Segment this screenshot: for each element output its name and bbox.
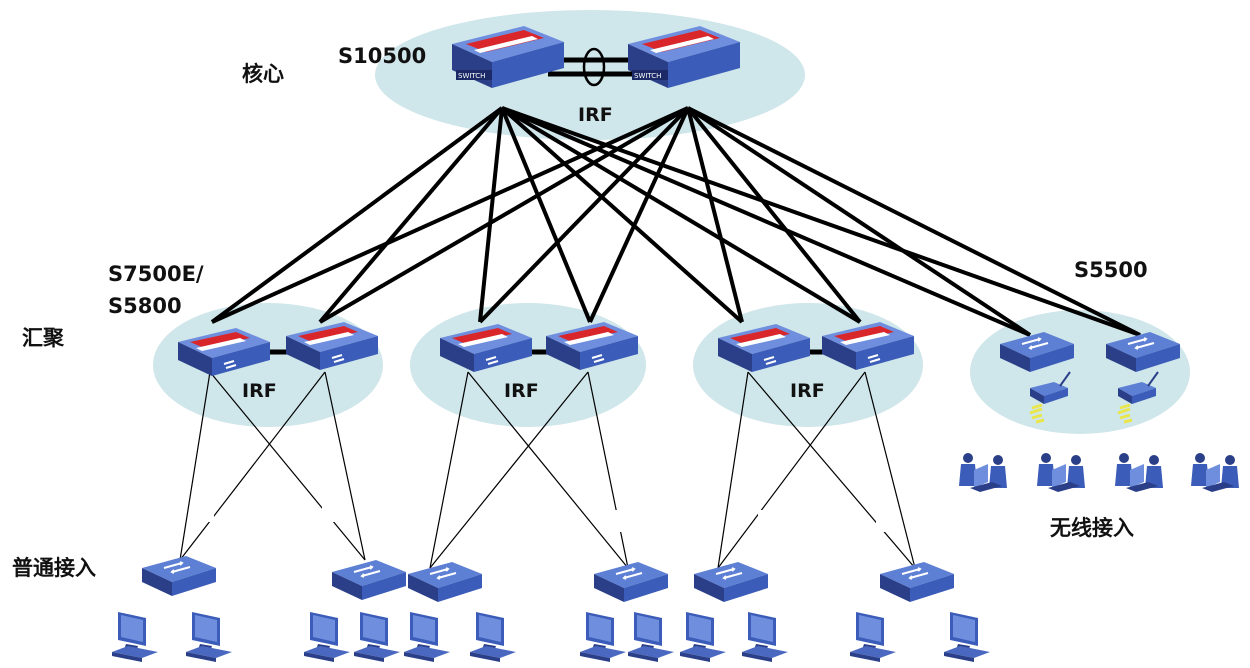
wireless-access-label: 无线接入 bbox=[1050, 516, 1134, 540]
core-irf-label: IRF bbox=[578, 104, 613, 126]
pc-9 bbox=[680, 612, 726, 662]
core-switch-model-label: S10500 bbox=[338, 44, 427, 68]
switch-label-core-1: SWITCH bbox=[458, 72, 485, 80]
access-switch-6 bbox=[879, 561, 955, 603]
access-downlinks bbox=[179, 371, 916, 569]
access-switch-4 bbox=[593, 561, 669, 603]
pc-10 bbox=[742, 612, 788, 662]
access-switch-5 bbox=[693, 561, 769, 603]
wireless-client-3 bbox=[1115, 453, 1163, 492]
access-switch-3 bbox=[407, 561, 483, 603]
irf-bundle-ring bbox=[582, 47, 606, 87]
aggregation-irf-cloud-3 bbox=[693, 303, 923, 427]
pc-7 bbox=[580, 612, 626, 662]
aggregation-layer-label: 汇聚 bbox=[22, 326, 64, 350]
switch-label-core-2: SWITCH bbox=[634, 72, 661, 80]
aggregation-irf-cloud-1 bbox=[153, 303, 383, 427]
pc-12 bbox=[944, 612, 990, 662]
access-layer-label: 普通接入 bbox=[12, 556, 96, 580]
pc-1 bbox=[112, 612, 158, 662]
aggregation-irf-label-2: IRF bbox=[504, 380, 539, 402]
pc-8 bbox=[628, 612, 674, 662]
pc-3 bbox=[304, 612, 350, 662]
aggregation-irf-label-3: IRF bbox=[790, 380, 825, 402]
wireless-client-4 bbox=[1191, 453, 1239, 492]
access-switch-2 bbox=[331, 559, 407, 601]
wireless-switch-model-label: S5500 bbox=[1074, 258, 1148, 282]
aggregation-model-label-line2: S5800 bbox=[108, 294, 182, 318]
wireless-client-2 bbox=[1037, 453, 1085, 492]
aggregation-irf-cloud-2 bbox=[410, 303, 646, 427]
pc-5 bbox=[404, 612, 450, 662]
pc-6 bbox=[470, 612, 516, 662]
aggregation-irf-label-1: IRF bbox=[242, 380, 277, 402]
pc-11 bbox=[850, 612, 896, 662]
access-switch-1 bbox=[141, 555, 217, 597]
pc-4 bbox=[354, 612, 400, 662]
pc-2 bbox=[186, 612, 232, 662]
core-uplinks bbox=[210, 106, 1141, 337]
core-layer-label: 核心 bbox=[242, 62, 284, 86]
aggregation-model-label-line1: S7500E/ bbox=[108, 262, 204, 286]
wireless-client-1 bbox=[959, 453, 1007, 492]
